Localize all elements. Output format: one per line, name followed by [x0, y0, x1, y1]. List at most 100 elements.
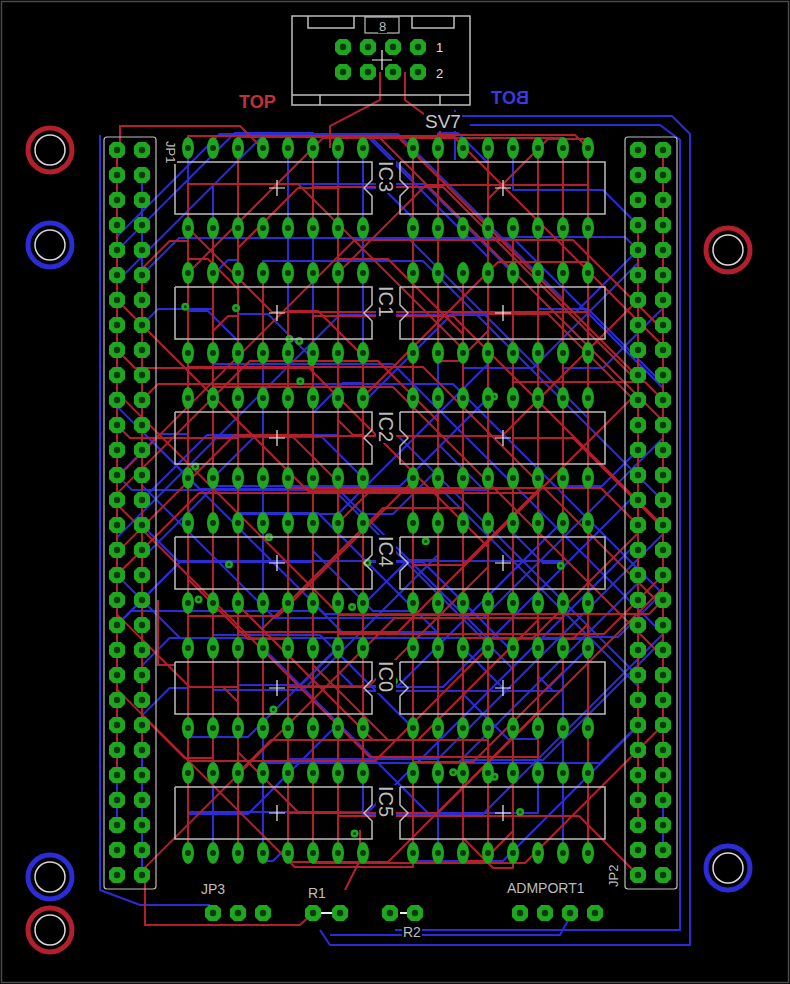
pad-hole — [139, 372, 145, 378]
pad-hole — [360, 395, 366, 401]
header-pad — [360, 64, 376, 80]
header-pad — [655, 617, 671, 633]
header-pad — [109, 367, 125, 383]
pad-hole — [335, 520, 341, 526]
header-pad — [335, 64, 351, 80]
dip-pad — [182, 387, 194, 409]
component-label: R1 — [307, 886, 327, 900]
pad-hole — [435, 850, 441, 856]
dip-pad — [357, 842, 369, 864]
header-pad — [109, 517, 125, 533]
pad-hole — [412, 910, 418, 916]
header-pad — [655, 867, 671, 883]
pad-hole — [310, 725, 316, 731]
dip-pad — [432, 342, 444, 364]
trace — [188, 228, 588, 478]
header-pad — [109, 842, 125, 858]
dip-pad — [482, 512, 494, 534]
via — [422, 537, 430, 545]
pad-hole — [660, 522, 666, 528]
dip-pad — [232, 512, 244, 534]
pad-hole — [535, 475, 541, 481]
dip-pad — [207, 342, 219, 364]
dip-pad — [232, 467, 244, 489]
dip-pad — [307, 137, 319, 159]
header-pad — [134, 317, 150, 333]
pad-hole — [635, 172, 641, 178]
pad-hole — [114, 822, 120, 828]
pad-hole — [310, 145, 316, 151]
pad-hole — [635, 647, 641, 653]
header-pad — [655, 842, 671, 858]
dip-pad — [307, 387, 319, 409]
pad-hole — [460, 600, 466, 606]
pad-hole — [567, 910, 573, 916]
pad-hole — [485, 225, 491, 231]
pad-hole — [635, 297, 641, 303]
pad-hole — [139, 672, 145, 678]
via-hole — [366, 561, 369, 564]
trace — [288, 148, 538, 862]
component-label: IC4 — [376, 535, 396, 568]
pad-hole — [460, 145, 466, 151]
ic-outline — [175, 787, 372, 839]
dip-pad — [357, 637, 369, 659]
header-pad — [562, 905, 578, 921]
dip-pad — [232, 217, 244, 239]
pad-hole — [585, 225, 591, 231]
header-pad — [109, 642, 125, 658]
dip-pad — [557, 137, 569, 159]
dip-pad — [532, 137, 544, 159]
pad-hole — [510, 225, 516, 231]
component-label: JP3 — [200, 882, 226, 896]
pad-hole — [635, 247, 641, 253]
pad-hole — [635, 847, 641, 853]
mounting-ring — [706, 846, 750, 890]
via-hole — [353, 832, 356, 835]
pad-hole — [660, 247, 666, 253]
dip-pad — [332, 262, 344, 284]
pad-hole — [560, 770, 566, 776]
dip-pad — [432, 467, 444, 489]
pad-hole — [592, 910, 598, 916]
header-pad — [109, 217, 125, 233]
dip-pad — [257, 512, 269, 534]
pad-hole — [510, 770, 516, 776]
pad-hole — [139, 247, 145, 253]
pad-hole — [585, 770, 591, 776]
header-pad — [134, 267, 150, 283]
header-pad — [134, 442, 150, 458]
dip-pad — [457, 762, 469, 784]
dip-pad — [282, 762, 294, 784]
dip-pad — [257, 842, 269, 864]
ic-outline — [175, 162, 372, 214]
drill-hole — [35, 862, 65, 892]
pad-hole — [635, 272, 641, 278]
dip-pad — [557, 387, 569, 409]
pad-hole — [310, 475, 316, 481]
header-pad — [109, 667, 125, 683]
pad-hole — [460, 645, 466, 651]
dip-pad — [182, 637, 194, 659]
pad-hole — [310, 910, 316, 916]
trace — [238, 137, 638, 825]
pad-hole — [260, 475, 266, 481]
pad-hole — [139, 497, 145, 503]
pad-hole — [485, 395, 491, 401]
pad-hole — [310, 850, 316, 856]
header-pad — [109, 742, 125, 758]
trace — [117, 273, 488, 750]
pad-hole — [185, 520, 191, 526]
via-hole — [298, 339, 301, 342]
pad-hole — [139, 722, 145, 728]
pad-hole — [114, 572, 120, 578]
pad-hole — [360, 520, 366, 526]
pad-hole — [585, 270, 591, 276]
via-hole — [351, 606, 354, 609]
pad-hole — [335, 770, 341, 776]
pad-hole — [585, 600, 591, 606]
pad-hole — [585, 725, 591, 731]
header-pad — [109, 592, 125, 608]
header-pad — [109, 392, 125, 408]
dip-pad — [232, 387, 244, 409]
